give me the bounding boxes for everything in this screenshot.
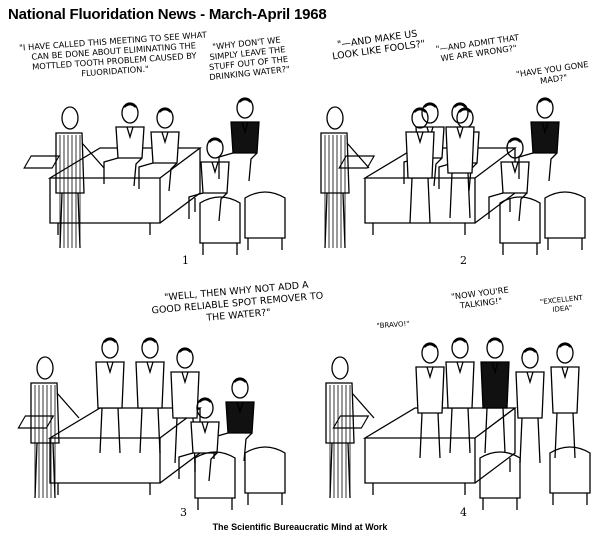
armchair [544, 191, 586, 250]
committee-member-figure [213, 377, 255, 462]
cartoon-panel-2: "—AND MAKE US LOOK LIKE FOOLS?" "—AND AD… [300, 28, 600, 278]
committee-member-figure [415, 342, 445, 459]
papers [332, 415, 370, 429]
armchair [244, 191, 286, 250]
meeting-scene-illustration [17, 337, 286, 510]
committee-member-figure [445, 337, 475, 454]
papers [23, 155, 61, 169]
panel-number: 2 [460, 254, 467, 267]
cartoon-panel-1: "I HAVE CALLED THIS MEETING TO SEE WHAT … [0, 28, 300, 278]
committee-member-figure [518, 97, 560, 182]
panel-number: 4 [460, 506, 467, 519]
meeting-scene-illustration [325, 337, 591, 510]
committee-member-figure [445, 102, 475, 219]
cartoon-caption: The Scientific Bureaucratic Mind at Work [212, 522, 388, 532]
chairman-figure [55, 106, 105, 249]
cartoon-panel-3: "WELL, THEN WHY NOT ADD A GOOD RELIABLE … [0, 278, 324, 528]
committee-member-figure [103, 102, 145, 187]
cartoon-panel-4: "BRAVO!" "NOW YOU'RE TALKING!" "EXCELLEN… [300, 278, 600, 528]
committee-member-figure [480, 337, 510, 454]
meeting-scene-illustration [23, 97, 286, 255]
meeting-scene-illustration [320, 97, 586, 255]
committee-member-figure [550, 342, 580, 459]
committee-member-figure [488, 137, 530, 222]
committee-member-figure [515, 347, 545, 464]
armchair [549, 446, 591, 505]
committee-member-figure [135, 337, 165, 454]
armchair [194, 451, 236, 510]
chairman-figure [325, 356, 375, 499]
committee-member-figure [138, 107, 180, 192]
armchair [479, 451, 521, 510]
armchair [499, 196, 541, 255]
chairman-figure [30, 356, 80, 499]
committee-member-figure [170, 347, 200, 464]
chairman-figure [320, 106, 370, 249]
armchair [199, 196, 241, 255]
armchair [244, 446, 286, 505]
panel-number: 3 [180, 506, 187, 519]
panel-number: 1 [182, 254, 189, 267]
committee-member-figure [95, 337, 125, 454]
committee-member-figure [178, 397, 220, 482]
committee-member-figure [405, 107, 435, 224]
papers [17, 415, 55, 429]
committee-member-figure [188, 137, 230, 222]
papers [338, 155, 376, 169]
committee-member-figure [218, 97, 260, 182]
page-title: National Fluoridation News - March-April… [8, 6, 327, 23]
